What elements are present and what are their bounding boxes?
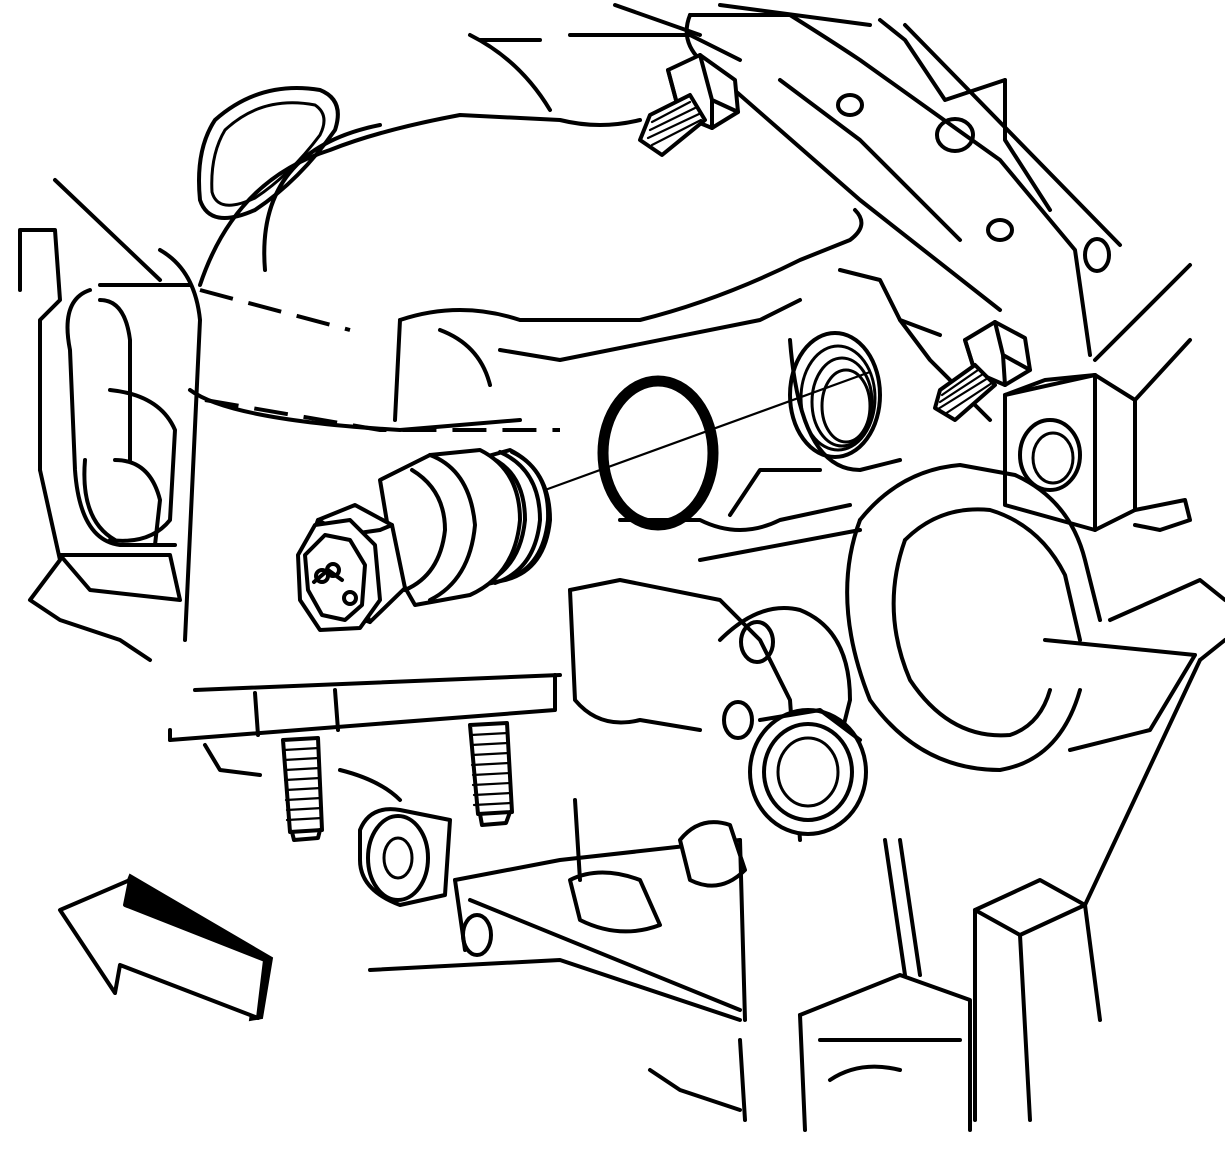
threaded-sensor (296, 448, 552, 632)
arrow-pointing-forward-left (58, 873, 274, 1022)
o-ring-seal (597, 375, 719, 531)
lower-right-stud (468, 721, 514, 827)
lower-left-stud (281, 736, 324, 842)
upper-right-bolt (933, 320, 1032, 422)
lower-rail (168, 673, 562, 802)
assembly-centerline (543, 370, 872, 492)
upper-left-bolt (638, 53, 740, 157)
lower-bosses (358, 798, 747, 1022)
engine-block-outline (18, 3, 1225, 1132)
